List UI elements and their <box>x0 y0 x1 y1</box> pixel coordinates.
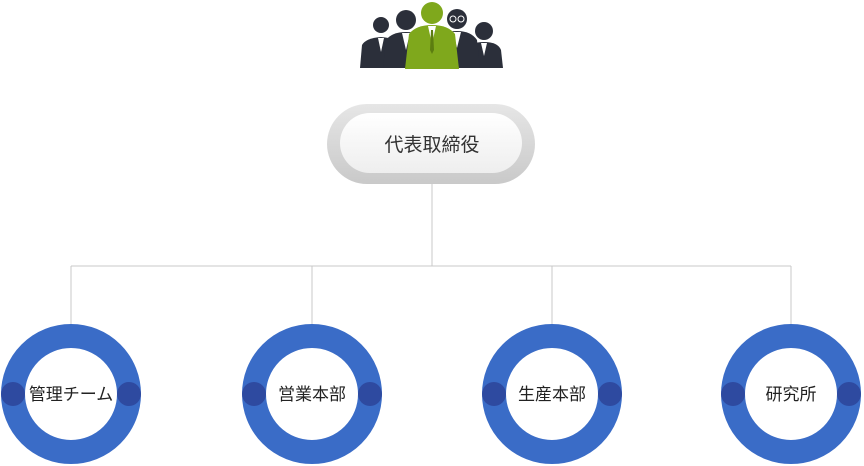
department-node-research: 研究所 <box>721 324 861 464</box>
department-label: 生産本部 <box>518 385 586 405</box>
ceo-label: 代表取締役 <box>384 134 479 156</box>
department-label: 研究所 <box>766 385 817 405</box>
ceo-node: 代表取締役 <box>327 104 535 184</box>
business-team-icon <box>360 2 503 69</box>
department-node-management: 管理チーム <box>1 324 141 464</box>
connector-lines <box>70 180 792 324</box>
department-node-production: 生産本部 <box>482 324 622 464</box>
department-label: 管理チーム <box>29 385 114 405</box>
department-label: 営業本部 <box>278 385 346 405</box>
department-node-sales: 営業本部 <box>242 324 382 464</box>
